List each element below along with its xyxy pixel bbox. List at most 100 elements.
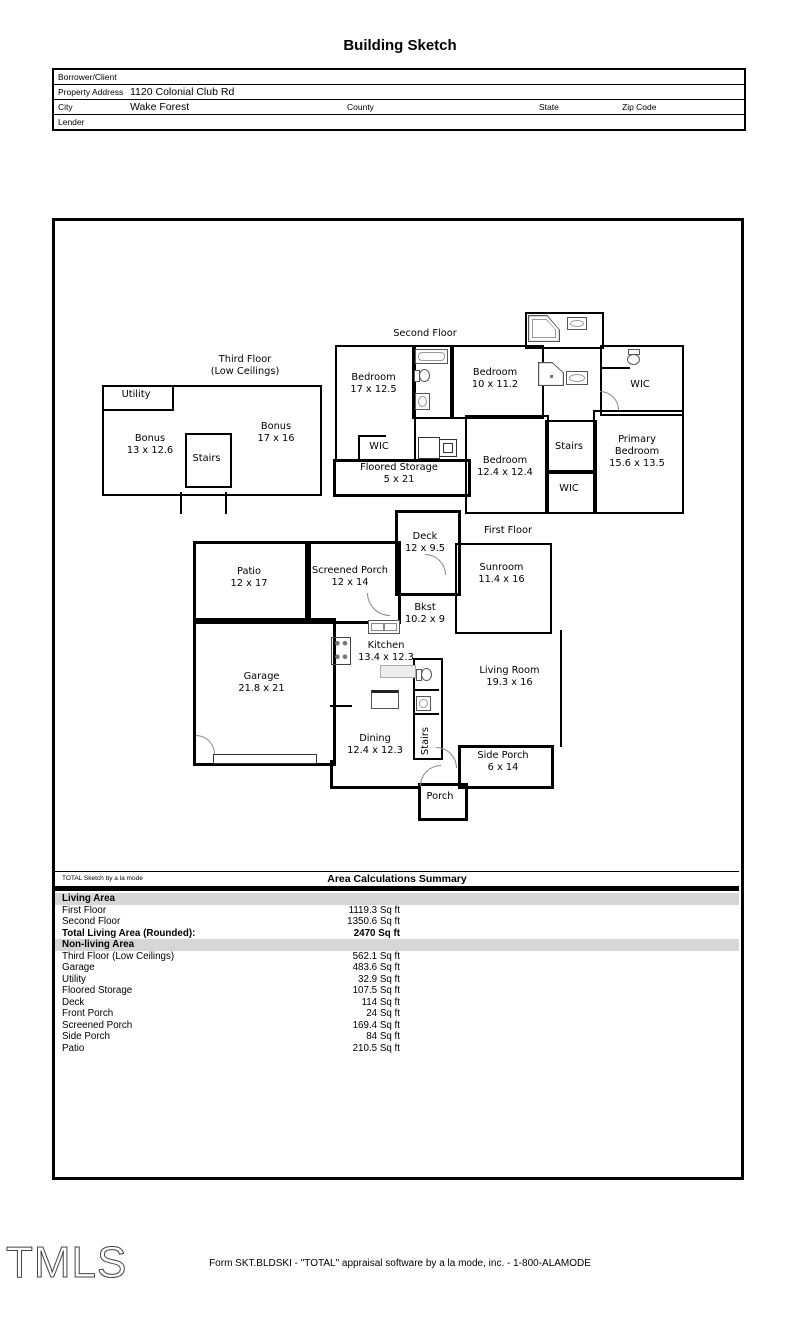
side-porch-walls — [458, 745, 554, 789]
room-label-porch: Porch — [426, 791, 454, 802]
dining-left-wall — [330, 760, 333, 788]
wic-primary-walls — [545, 470, 597, 514]
kitchen-sink-icon — [368, 620, 400, 634]
room-label-living-room: Living Room 19.3 x 16 — [479, 665, 540, 688]
room-label-bonus-right: Bonus 17 x 16 — [257, 421, 295, 444]
deck-walls — [395, 510, 461, 596]
room-label-wic-right: WIC — [630, 379, 650, 390]
bedroom-12-walls — [465, 415, 549, 514]
stairs-first-walls — [413, 658, 443, 760]
stove-icon — [331, 637, 351, 665]
lender-label: Lender — [58, 117, 85, 127]
borrower-label: Borrower/Client — [58, 72, 117, 82]
footer-form-line: Form SKT.BLDSKI - "TOTAL" appraisal soft… — [209, 1258, 591, 1269]
total-living-area-row: Total Living Area (Rounded):2470 Sq ft — [62, 927, 400, 939]
room-label-bedroom-10: Bedroom 10 x 11.2 — [471, 367, 519, 390]
state-label: State — [539, 102, 559, 112]
room-label-primary-bedroom: Primary Bedroom 15.6 x 13.5 — [609, 434, 665, 469]
wic-hall-wall-top — [358, 435, 386, 437]
counter-island — [380, 665, 416, 678]
door-arc-icon — [436, 747, 457, 768]
screened-porch-walls — [305, 541, 401, 624]
living-room-right-wall — [560, 630, 562, 747]
table-row: Third Floor (Low Ceilings)562.1 Sq ft — [62, 950, 400, 962]
hall-bath-walls — [412, 345, 454, 419]
room-label-floored-storage: Floored Storage 5 x 21 — [360, 462, 438, 485]
section-row-living-area: Living Area — [55, 893, 739, 905]
property-address-label: Property Address — [58, 87, 124, 97]
room-label-side-porch: Side Porch 6 x 14 — [477, 750, 529, 773]
sunroom-walls — [455, 543, 552, 634]
room-label-bedroom-12: Bedroom 12.4 x 12.4 — [477, 455, 533, 478]
sink-icon — [566, 371, 588, 385]
room-label-wic-primary: WIC — [559, 483, 579, 494]
sink-icon — [416, 696, 431, 711]
powder-room-wall — [413, 689, 439, 691]
room-label-bonus-left: Bonus 13 x 12.6 — [126, 433, 174, 456]
summary-divider-bar — [55, 886, 739, 891]
closet-icon — [439, 439, 457, 457]
room-label-deck: Deck 12 x 9.5 — [404, 531, 446, 554]
room-label-sunroom: Sunroom 11.4 x 16 — [478, 562, 525, 585]
room-label-screened-porch: Screened Porch 12 x 14 — [311, 565, 388, 588]
third-floor-walls — [102, 385, 322, 496]
summary-top-rule — [55, 871, 739, 872]
room-label-kitchen: Kitchen 13.4 x 12.3 — [358, 640, 414, 663]
porch-walls — [418, 783, 468, 821]
sink-icon — [415, 393, 430, 410]
property-address-value: 1120 Colonial Club Rd — [130, 86, 235, 98]
patio-walls — [193, 541, 311, 624]
room-label-bkst: Bkst 10.2 x 9 — [404, 602, 446, 625]
zip-label: Zip Code — [622, 102, 657, 112]
tmls-logo: TMLS — [5, 1238, 128, 1288]
garage-walls — [193, 618, 336, 766]
wic-right-divider — [600, 367, 630, 369]
room-label-utility: Utility — [121, 389, 151, 400]
wic-hall-wall — [358, 435, 360, 461]
section-row-non-living-area: Non-living Area — [55, 939, 739, 951]
stairwell-stub — [180, 492, 227, 514]
property-address-row: Property Address 1120 Colonial Club Rd — [54, 84, 744, 99]
room-label-stairs-first: Stairs — [420, 727, 431, 755]
closet-icon — [418, 437, 440, 459]
first-floor-title: First Floor — [483, 525, 533, 536]
powder-room-wall — [413, 713, 439, 715]
toilet-icon — [626, 349, 641, 366]
county-label: County — [347, 102, 374, 112]
room-label-wic-hall: WIC — [369, 441, 389, 452]
floor-plan-sketch: Third Floor (Low Ceilings) Utility Bonus… — [52, 218, 744, 1180]
room-label-patio: Patio 12 x 17 — [230, 566, 268, 589]
floored-storage-walls — [333, 459, 471, 497]
room-label-garage: Garage 21.8 x 21 — [238, 671, 285, 694]
sink-icon — [567, 317, 587, 330]
room-label-dining: Dining 12.4 x 12.3 — [347, 733, 403, 756]
stairs-third-walls — [185, 433, 232, 488]
toilet-icon — [414, 368, 431, 382]
third-floor-title: Third Floor (Low Ceilings) — [210, 354, 280, 377]
primary-bedroom-walls — [593, 410, 684, 514]
room-label-bedroom-17: Bedroom 17 x 12.5 — [350, 372, 397, 395]
summary-heading: Area Calculations Summary — [327, 873, 467, 885]
primary-bath-walls — [525, 312, 604, 349]
bathtub-icon — [415, 349, 448, 364]
utility-walls — [102, 385, 174, 411]
page-title: Building Sketch — [343, 37, 457, 54]
property-info-table: Borrower/Client Property Address 1120 Co… — [52, 68, 746, 131]
city-label: City — [58, 102, 73, 112]
stairs-second-walls — [545, 420, 597, 474]
garage-door — [213, 754, 317, 764]
shower-icon — [538, 362, 564, 386]
sketch-brand-note: TOTAL Sketch by a la mode — [62, 875, 143, 882]
room-label-stairs-third: Stairs — [192, 453, 221, 464]
dining-bottom-wall — [330, 786, 420, 789]
wic-right-walls — [600, 345, 684, 416]
